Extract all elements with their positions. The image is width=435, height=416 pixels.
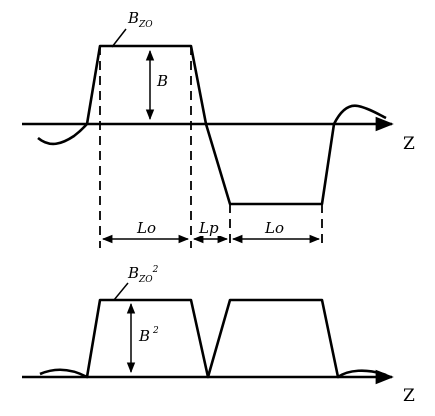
top-amplitude-label: B (156, 72, 168, 90)
bottom-field-squared-curve (39, 298, 387, 379)
top-peak-leader (111, 28, 127, 48)
bottom-peak-label: BZO2 (127, 264, 159, 285)
top-z-axis-label: Z (403, 134, 415, 154)
bottom-z-axis-label: Z (403, 386, 415, 406)
top-field-curve (37, 44, 387, 206)
bottom-peak-leader (113, 282, 129, 301)
top-peak-label: BZO (127, 9, 153, 30)
dim-label-lp: Lp (198, 219, 219, 237)
dim-label-lo-right: Lo (264, 219, 284, 237)
dim-label-lo-left: Lo (136, 219, 156, 237)
